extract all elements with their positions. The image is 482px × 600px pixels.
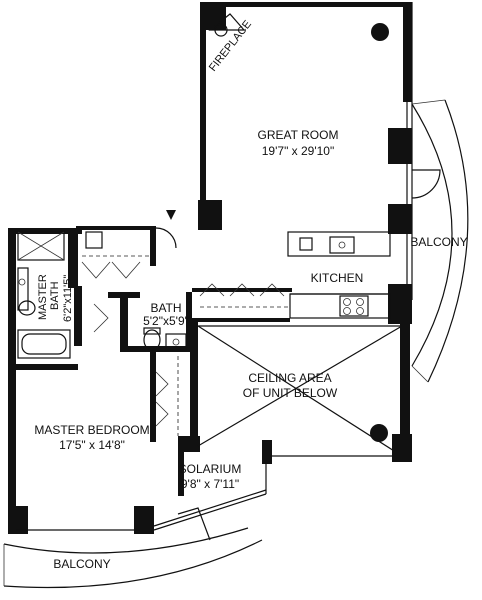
column-post-se	[370, 424, 388, 442]
bath-walls	[93, 292, 192, 352]
kitchen-label: KITCHEN	[311, 271, 364, 285]
master-bedroom-dims: 17'5" x 14'8"	[59, 438, 125, 452]
great-room-walls	[198, 2, 413, 324]
hall-closets	[190, 283, 292, 322]
bath-dims: 5'2"x5'9"	[143, 314, 189, 328]
master-bath-walls	[8, 226, 177, 378]
ceiling-area-line2: OF UNIT BELOW	[243, 386, 338, 400]
great-room-dims: 19'7" x 29'10"	[262, 144, 335, 158]
master-bath-dims: 6'2"x11'5"	[62, 275, 74, 322]
east-balcony-label: BALCONY	[410, 235, 467, 249]
master-bedroom-label: MASTER BEDROOM	[34, 423, 149, 437]
kitchen-counters	[287, 231, 391, 319]
fireplace-symbol	[208, 13, 246, 37]
east-balcony-rail	[411, 99, 469, 383]
south-balcony-label: BALCONY	[53, 557, 110, 571]
solarium-dims: 9'8" x 7'11"	[181, 477, 239, 491]
ceiling-area-line1: CEILING AREA	[248, 371, 331, 385]
master-bedroom-walls	[8, 352, 179, 534]
entry-arrow-icon	[166, 210, 176, 220]
master-bath-label-1: MASTER	[37, 274, 49, 320]
solarium-label: SOLARIUM	[179, 462, 242, 476]
ceiling-area-outline	[178, 318, 412, 464]
great-room-label: GREAT ROOM	[258, 128, 339, 142]
bath-label: BATH	[150, 301, 181, 315]
south-balcony-rail	[3, 527, 263, 589]
master-bath-label-2: BATH	[49, 281, 61, 310]
solarium-walls	[153, 444, 267, 541]
column-post-ne	[371, 23, 389, 41]
